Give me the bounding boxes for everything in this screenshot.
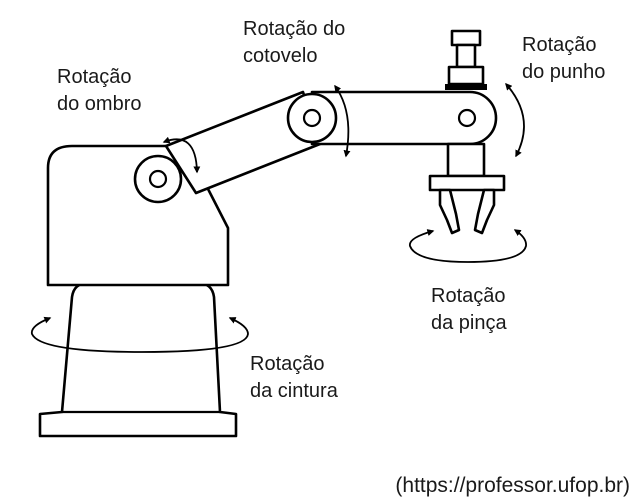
wrist-rotation-label-line2: do punho [522,61,605,83]
wrist-mechanism [445,29,487,90]
gripper-rotation-label-line2: da pinça [431,312,507,334]
gripper-rotation-label-line1: Rotação [431,285,506,307]
waist-rotation-label-line2: da cintura [250,380,339,402]
waist-rotation-label-line1: Rotação [250,353,325,375]
elbow-rotation-label-line2: cotovelo [243,45,318,67]
elbow-rotation-label-line1: Rotação do [243,18,345,40]
wrist-rotation-arrow [505,82,525,158]
gripper-rotation-arrow [409,229,527,263]
elbow-rotation-arrow [334,84,351,158]
forearm-link [286,90,498,146]
wrist-rotation-label-line1: Rotação [522,34,597,56]
shoulder-rotation-label-line2: do ombro [57,93,142,115]
waist-rotation-arrow [30,316,249,353]
shoulder-rotation-label-line1: Rotação [57,66,132,88]
gripper [428,142,506,235]
source-credit: (https://professor.ufop.br) [395,474,630,497]
shoulder-rotation-arrow [162,136,201,174]
robot-base [38,281,238,438]
